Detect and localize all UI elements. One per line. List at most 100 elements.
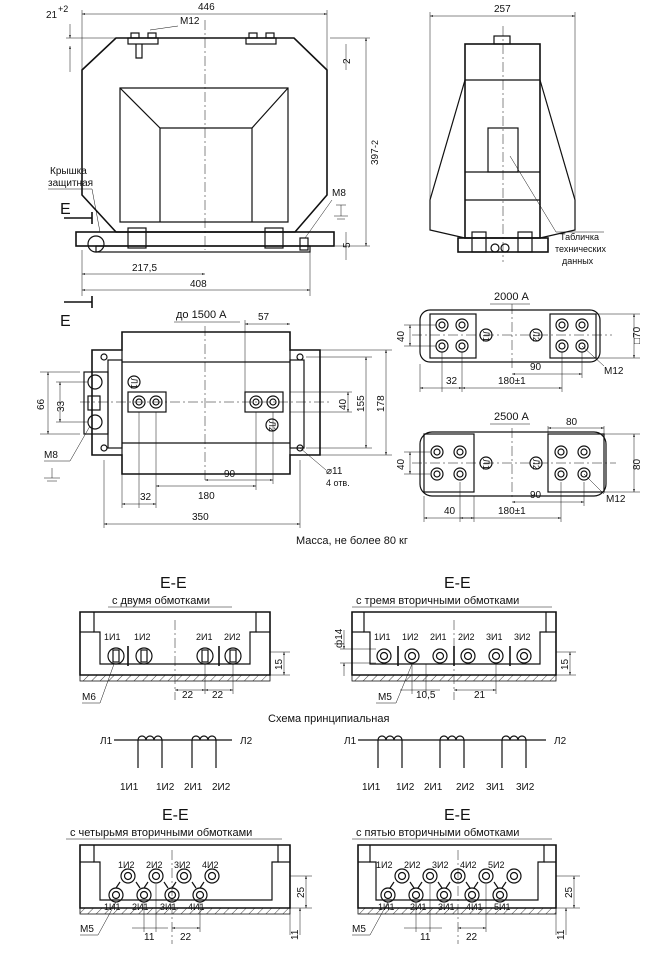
sec5-top-1: 1И2 [376, 860, 392, 870]
plan-l1: Л1 [129, 378, 139, 389]
plan-holes-count: 4 отв. [326, 478, 350, 488]
thread-m8: М8 [332, 188, 346, 199]
sec3-subtitle: с тремя вторичными обмотками [356, 595, 519, 607]
sec4-dim-25: 25 [296, 886, 307, 898]
sec2-term-4: 2И2 [224, 632, 240, 642]
plan-title: до 1500 А [176, 309, 227, 321]
sec3-title: Е-Е [444, 575, 471, 592]
sec5-dim-22: 22 [466, 932, 478, 943]
var2500-m12: М12 [606, 494, 626, 505]
plan-dim-66: 66 [36, 398, 47, 410]
sec4-title: Е-Е [162, 807, 189, 824]
sec4-top-4: 4И2 [202, 860, 218, 870]
var2500-dim-180: 180±1 [498, 506, 526, 517]
dim-217-5: 217,5 [132, 263, 157, 274]
sec4-bot-1: 1И1 [104, 902, 120, 912]
plan-dim-33: 33 [56, 400, 67, 412]
plan-dim-155: 155 [356, 395, 367, 412]
var2000-dim-180: 180±1 [498, 376, 526, 387]
sec5-title: Е-Е [444, 807, 471, 824]
sec3-dim-21: 21 [474, 690, 486, 701]
sec5-bot-2: 2И1 [410, 902, 426, 912]
variant-2500a: 2500 А Л1 Л2 80 80 40 40 [396, 411, 643, 522]
cover-label-1: Крышка [50, 166, 87, 177]
plan-dim-180: 180 [198, 491, 215, 502]
sec3-term-3: 2И1 [430, 632, 446, 642]
sec2-term-2: 1И2 [134, 632, 150, 642]
sec3-term-4: 2И2 [458, 632, 474, 642]
thread-m12: М12 [180, 16, 200, 27]
side-view: 257 Табличка технических данных [429, 4, 606, 266]
sec2-term-3: 2И1 [196, 632, 212, 642]
plan-m8: М8 [44, 450, 58, 461]
dim-397-tol: -2 [370, 140, 380, 148]
sec2-term-1: 1И1 [104, 632, 120, 642]
plan-dim-40: 40 [338, 398, 349, 410]
plan-dim-57: 57 [258, 312, 270, 323]
sec5-subtitle: с пятью вторичными обмотками [356, 827, 519, 839]
var2000-dim-40: 40 [396, 330, 407, 342]
dim-446: 446 [198, 2, 215, 13]
sch-right-t1: 1И1 [362, 782, 381, 793]
sec5-dim-11: 11 [420, 932, 431, 943]
var2000-m12: М12 [604, 366, 624, 377]
var2000-title: 2000 А [494, 291, 530, 303]
sec5-top-3: 3И2 [432, 860, 448, 870]
mass-note: Масса, не более 80 кг [296, 535, 408, 547]
sec2-dim-22a: 22 [182, 690, 194, 701]
sec5-bot-1: 1И1 [378, 902, 394, 912]
sec4-dim-11b: 11 [290, 929, 301, 940]
plan-dim-90: 90 [224, 469, 236, 480]
sec5-m5: М5 [352, 924, 366, 935]
schematic: Схема принципиальная Л1 Л2 1И1 1И2 2И1 2… [100, 713, 567, 793]
section-four-windings: Е-Е с четырьмя вторичными обмотками 1И2 … [66, 807, 312, 944]
sec4-top-3: 3И2 [174, 860, 190, 870]
sec5-top-4: 4И2 [460, 860, 476, 870]
var2500-dim-40b: 40 [444, 506, 456, 517]
sec5-bot-5: 5И1 [494, 902, 510, 912]
plan-view: до 1500 А Л1 Л2 57 [36, 309, 392, 528]
sec3-term-5: 3И1 [486, 632, 502, 642]
sec4-m5: М5 [80, 924, 94, 935]
var2000-dim-32: 32 [446, 376, 458, 387]
sec4-top-2: 2И2 [146, 860, 162, 870]
dim-257: 257 [494, 4, 511, 15]
dim-2: 2 [342, 58, 353, 64]
plate-label-3: данных [562, 256, 594, 266]
var2000-l1: Л1 [481, 331, 491, 342]
sch-right-t3: 2И1 [424, 782, 443, 793]
sec4-bot-4: 4И1 [188, 902, 204, 912]
section-five-windings: Е-Е с пятью вторичными обмотками 1И2 2И2… [352, 807, 580, 944]
var2500-dim-40: 40 [396, 458, 407, 470]
dim-408: 408 [190, 279, 207, 290]
dim-21: 21 [46, 10, 58, 21]
sec2-subtitle: с двумя обмотками [112, 595, 210, 607]
plate-label-1: Табличка [560, 232, 599, 242]
sch-left-t2: 1И2 [156, 782, 175, 793]
sec2-title: Е-Е [160, 575, 187, 592]
section-mark-e-bottom: Е [60, 313, 71, 330]
sec5-bot-3: 3И1 [438, 902, 454, 912]
sec3-dim-15: 15 [560, 658, 571, 670]
var2500-title: 2500 А [494, 411, 530, 423]
plan-hole: ⌀11 [326, 466, 343, 477]
sch-right-l2: Л2 [554, 736, 567, 747]
section-two-windings: Е-Е с двумя обмотками 1И1 1И2 2И1 2И2 15… [79, 575, 290, 704]
dim-397: 397 [370, 148, 381, 165]
sec3-term-2: 1И2 [402, 632, 418, 642]
plan-dim-178: 178 [376, 395, 387, 412]
sec5-bot-4: 4И1 [466, 902, 482, 912]
sec2-dim-22b: 22 [212, 690, 224, 701]
sch-right-t5: 3И1 [486, 782, 505, 793]
sec5-dim-11b: 11 [556, 929, 567, 940]
section-mark-e-top: Е [60, 201, 71, 218]
sec4-top-1: 1И2 [118, 860, 134, 870]
variant-2000a: 2000 А Л1 Л2 40 □70 32 180±1 [396, 291, 643, 392]
plan-dim-350: 350 [192, 512, 209, 523]
var2500-l2: Л2 [531, 459, 541, 470]
var2500-l1: Л1 [481, 459, 491, 470]
sec3-term-6: 3И2 [514, 632, 530, 642]
schematic-title: Схема принципиальная [268, 713, 389, 725]
sch-left-l2: Л2 [240, 736, 253, 747]
sec3-term-1: 1И1 [374, 632, 390, 642]
